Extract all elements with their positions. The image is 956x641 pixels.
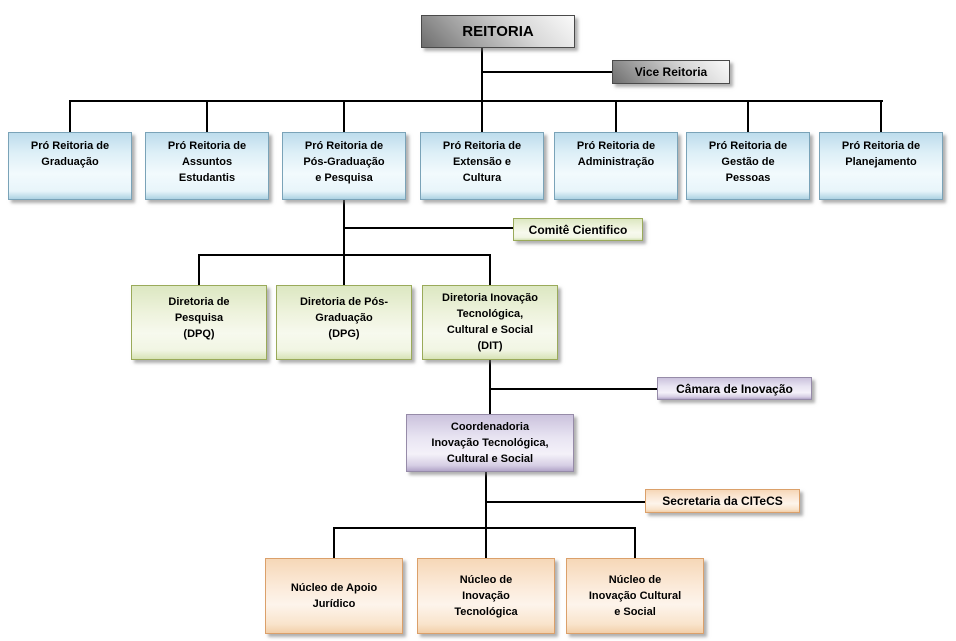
connector-drop-nucleo-1 (333, 528, 335, 558)
node-nucleo-inovacao-cultural-social: Núcleo de Inovação Cultural e Social (566, 558, 704, 634)
node-pro-reitoria-planejamento: Pró Reitoria de Planejamento (819, 132, 943, 200)
connector-drop-dpg (343, 255, 345, 285)
node-pro-reitoria-administracao: Pró Reitoria de Administração (554, 132, 678, 200)
connector-drop-nucleo-2 (485, 528, 487, 558)
connector-secretaria (485, 501, 645, 503)
node-diretoria-inovacao-dit: Diretoria Inovação Tecnológica, Cultural… (422, 285, 558, 360)
node-coordenadoria-citecs: Coordenadoria Inovação Tecnológica, Cult… (406, 414, 574, 472)
connector-drop-7 (880, 101, 882, 132)
connector-drop-6 (747, 101, 749, 132)
connector-drop-dpq (198, 255, 200, 285)
node-pro-reitoria-graduacao: Pró Reitoria de Graduação (8, 132, 132, 200)
node-pro-reitoria-pos-graduacao-pesquisa: Pró Reitoria de Pós-Graduação e Pesquisa (282, 132, 406, 200)
node-diretoria-pesquisa-dpq: Diretoria de Pesquisa (DPQ) (131, 285, 267, 360)
connector-bus-pro-reitorias (69, 100, 883, 102)
connector-drop-dit (489, 255, 491, 285)
connector-drop-4 (481, 101, 483, 132)
connector-comite (343, 227, 513, 229)
connector-reitoria-down (481, 48, 483, 101)
connector-dit-down (489, 360, 491, 414)
node-reitoria: REITORIA (421, 15, 575, 48)
connector-drop-3 (343, 101, 345, 132)
connector-coordenadoria-down (485, 472, 487, 528)
connector-drop-2 (206, 101, 208, 132)
connector-bus-nucleos (333, 527, 636, 529)
connector-vice-reitoria (481, 71, 612, 73)
connector-drop-nucleo-3 (634, 528, 636, 558)
connector-drop-1 (69, 101, 71, 132)
node-secretaria-citecs: Secretaria da CITeCS (645, 489, 800, 513)
connector-drop-5 (615, 101, 617, 132)
node-vice-reitoria: Vice Reitoria (612, 60, 730, 84)
node-comite-cientifico: Comitê Cientifico (513, 218, 643, 241)
node-pro-reitoria-gestao-pessoas: Pró Reitoria de Gestão de Pessoas (686, 132, 810, 200)
node-pro-reitoria-extensao-cultura: Pró Reitoria de Extensão e Cultura (420, 132, 544, 200)
connector-camara (489, 388, 657, 390)
node-nucleo-inovacao-tecnologica: Núcleo de Inovação Tecnológica (417, 558, 555, 634)
node-camara-inovacao: Câmara de Inovação (657, 377, 812, 400)
node-nucleo-apoio-juridico: Núcleo de Apoio Jurídico (265, 558, 403, 634)
node-pro-reitoria-assuntos-estudantis: Pró Reitoria de Assuntos Estudantis (145, 132, 269, 200)
node-diretoria-pos-graduacao-dpg: Diretoria de Pós- Graduação (DPG) (276, 285, 412, 360)
